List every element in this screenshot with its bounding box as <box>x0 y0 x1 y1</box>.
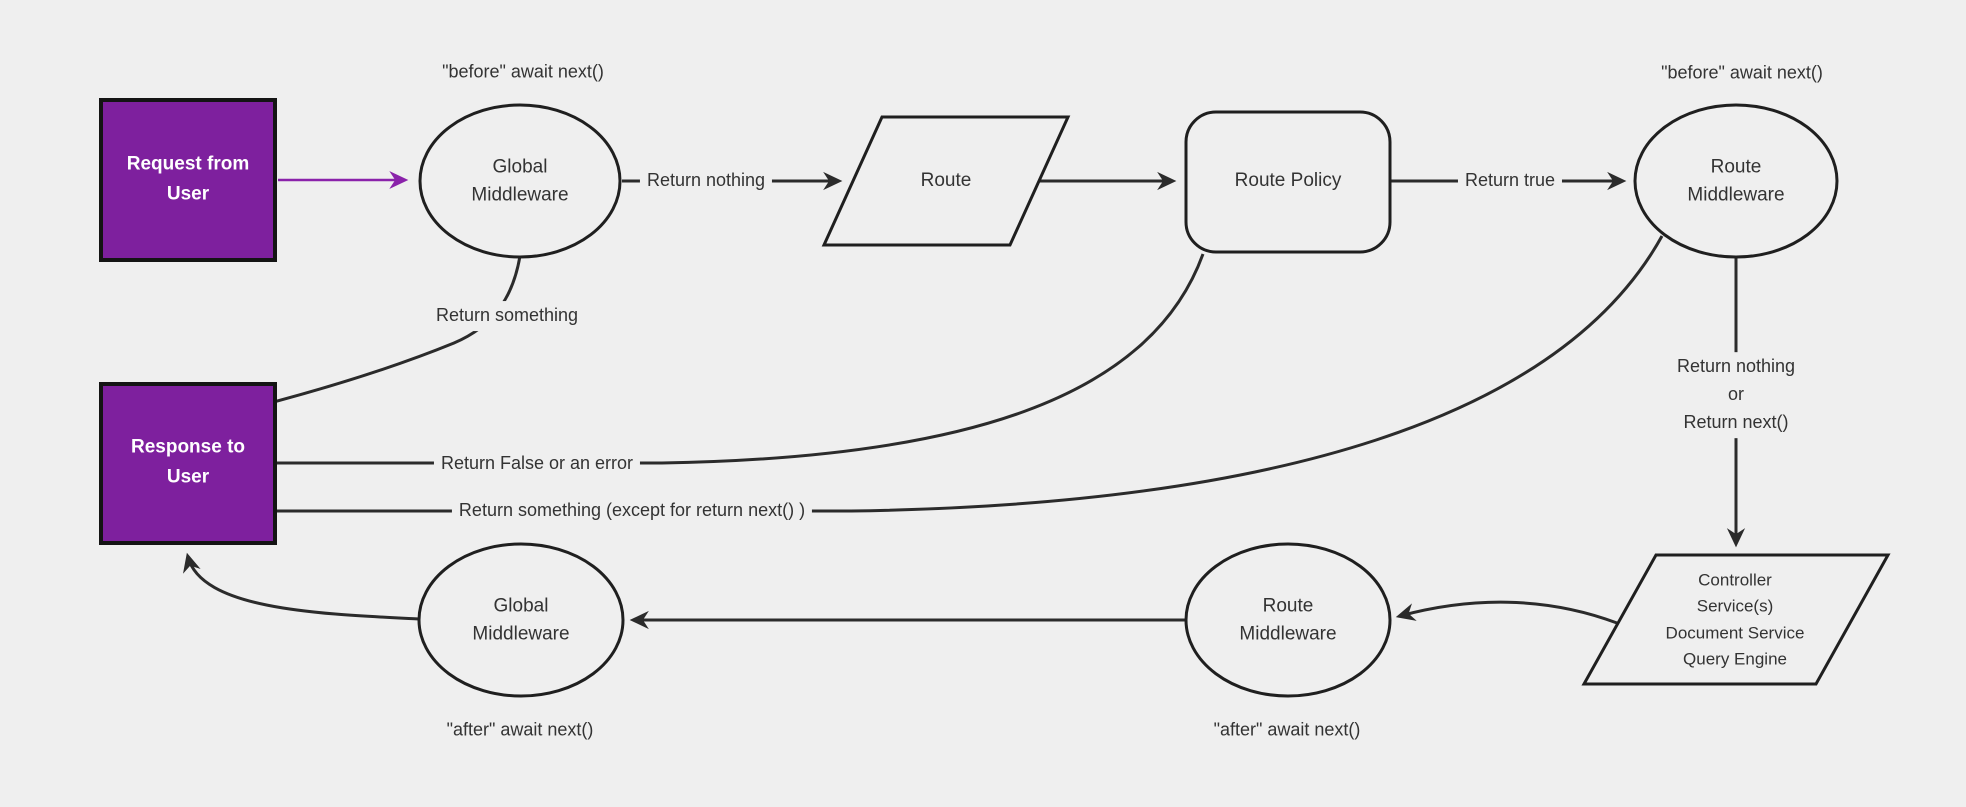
global-middleware-top-shape <box>418 103 622 259</box>
global-middleware-bottom-shape <box>417 542 625 698</box>
route-policy-shape <box>1184 110 1392 254</box>
response-box-shape <box>99 382 277 545</box>
controller-services-shape <box>1581 553 1891 686</box>
route-middleware-bottom-shape <box>1184 542 1392 698</box>
edge-global-middleware-bottom-to-response <box>183 552 420 621</box>
edge-controller-to-route-middleware-bottom <box>1395 600 1618 625</box>
request-box-shape <box>99 98 277 262</box>
edge-global-middleware-return-something-to-response <box>238 255 522 416</box>
route-shape <box>821 115 1071 247</box>
edge-route-policy-return-false-to-response <box>236 253 1205 473</box>
route-middleware-top-shape <box>1633 103 1839 259</box>
edge-route-middleware-return-something-to-response <box>236 235 1664 521</box>
